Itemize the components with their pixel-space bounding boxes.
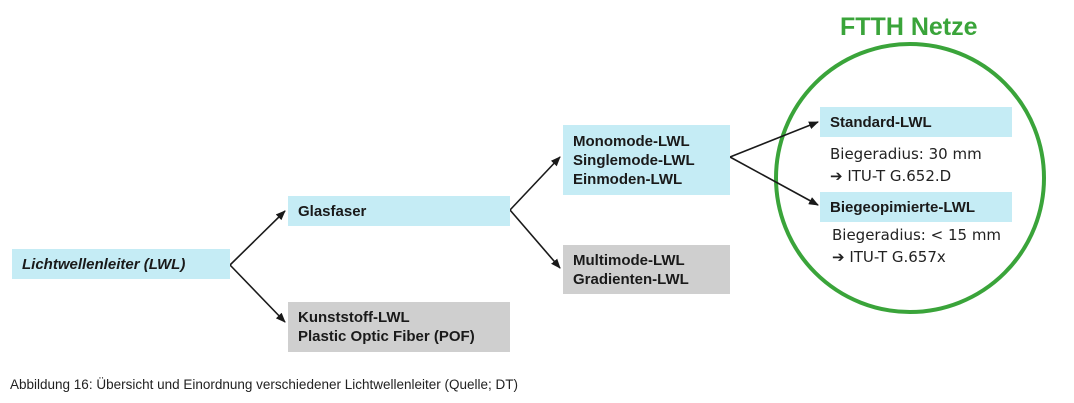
node-multimode-line: Gradienten-LWL: [573, 270, 689, 288]
node-lichtwellenleiter-label: Lichtwellenleiter (LWL): [22, 255, 186, 273]
arrow-monomode-standard: [729, 121, 819, 158]
note-standard-line: Biegeradius: 30 mm: [830, 145, 982, 163]
ftth-circle: [774, 42, 1046, 314]
arrow-glasfaser-monomode: [509, 156, 561, 211]
figure-caption: Abbildung 16: Übersicht und Einordnung v…: [10, 377, 519, 392]
node-biegeoptimiert: Biegeopimierte-LWL: [820, 192, 1012, 222]
diagram-title: FTTH Netze: [840, 13, 978, 41]
node-lichtwellenleiter: Lichtwellenleiter (LWL): [12, 249, 230, 279]
node-monomode-line: Einmoden-LWL: [573, 170, 683, 188]
arrow-lwl-glasfaser: [229, 210, 286, 266]
node-kunststoff-line: Kunststoff-LWL: [298, 309, 410, 326]
node-kunststoff-line: Plastic Optic Fiber (POF): [298, 328, 475, 345]
node-standard-lwl: Standard-LWL: [820, 107, 1012, 137]
note-standard-line: ➔ ITU-T G.652.D: [830, 167, 952, 185]
node-kunststoff: Kunststoff-LWL Plastic Optic Fiber (POF): [288, 302, 510, 352]
node-biegeoptimiert-label: Biegeopimierte-LWL: [830, 198, 976, 216]
note-biege-line: ➔ ITU-T G.657x: [832, 248, 946, 266]
node-standard-lwl-label: Standard-LWL: [830, 113, 932, 131]
note-standard-lwl: Biegeradius: 30 mm ➔ ITU-T G.652.D: [830, 143, 982, 187]
note-biegeoptimiert: Biegeradius: < 15 mm ➔ ITU-T G.657x: [832, 224, 1001, 268]
node-monomode: Monomode-LWL Singlemode-LWL Einmoden-LWL: [563, 125, 730, 195]
node-monomode-line: Singlemode-LWL: [573, 151, 695, 169]
node-glasfaser-label: Glasfaser: [298, 202, 367, 220]
node-monomode-line: Monomode-LWL: [573, 132, 690, 150]
arrow-monomode-biege: [729, 156, 819, 206]
node-multimode: Multimode-LWL Gradienten-LWL: [563, 245, 730, 294]
note-biege-line: Biegeradius: < 15 mm: [832, 226, 1002, 244]
node-multimode-line: Multimode-LWL: [573, 251, 685, 269]
node-glasfaser: Glasfaser: [288, 196, 510, 226]
arrow-glasfaser-multimode: [509, 209, 561, 269]
arrow-lwl-kunststoff: [229, 264, 286, 323]
